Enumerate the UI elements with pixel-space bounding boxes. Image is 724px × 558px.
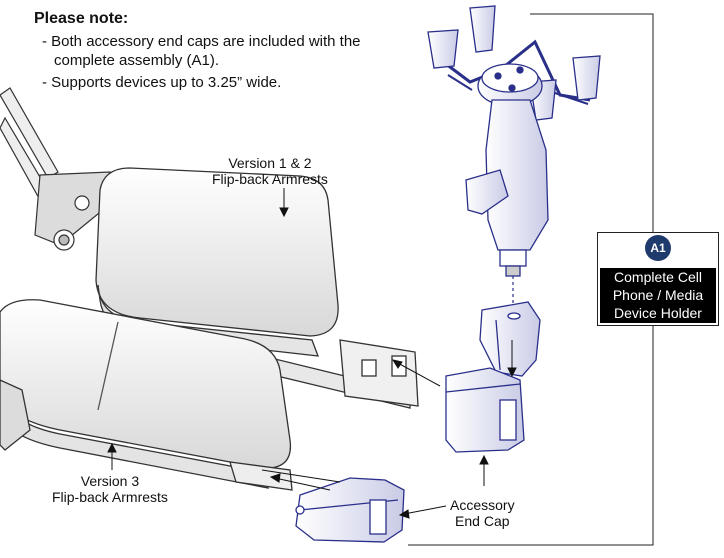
device-holder-assembly	[427, 5, 601, 277]
armrest-version-3	[0, 299, 293, 491]
label-version-3-line2: Flip-back Armrests	[52, 489, 168, 505]
note-item-device-width: Supports devices up to 3.25” wide.	[34, 73, 414, 92]
label-version-1-2: Version 1 & 2 Flip-back Armrests	[212, 155, 328, 187]
adapter-clip	[479, 301, 541, 377]
please-note-block: Please note: Both accessory end caps are…	[34, 10, 414, 95]
legend-caption-line3: Device Holder	[614, 305, 702, 321]
legend-caption-line2: Phone / Media	[612, 287, 704, 303]
label-end-cap-line1: Accessory	[450, 497, 515, 513]
label-version-1-2-line2: Flip-back Armrests	[212, 171, 328, 187]
note-title: Please note:	[34, 10, 129, 27]
part-badge-a1: A1	[645, 235, 671, 261]
legend-box-a1: A1 Complete Cell Phone / Media Device Ho…	[597, 232, 719, 326]
label-accessory-end-cap: Accessory End Cap	[450, 497, 515, 529]
label-version-1-2-line1: Version 1 & 2	[228, 155, 312, 171]
label-version-3-line1: Version 3	[80, 473, 140, 489]
legend-caption-line1: Complete Cell	[614, 269, 702, 285]
end-cap-lower	[295, 477, 405, 543]
note-item-end-caps: Both accessory end caps are included wit…	[34, 32, 414, 70]
armrest-linkage	[0, 87, 116, 251]
end-cap-upper	[445, 367, 525, 453]
leader-arrows	[107, 188, 517, 519]
note-list: Both accessory end caps are included wit…	[34, 32, 414, 92]
label-version-3: Version 3 Flip-back Armrests	[52, 473, 168, 505]
label-end-cap-line2: End Cap	[455, 513, 510, 529]
legend-caption: Complete Cell Phone / Media Device Holde…	[600, 268, 716, 323]
